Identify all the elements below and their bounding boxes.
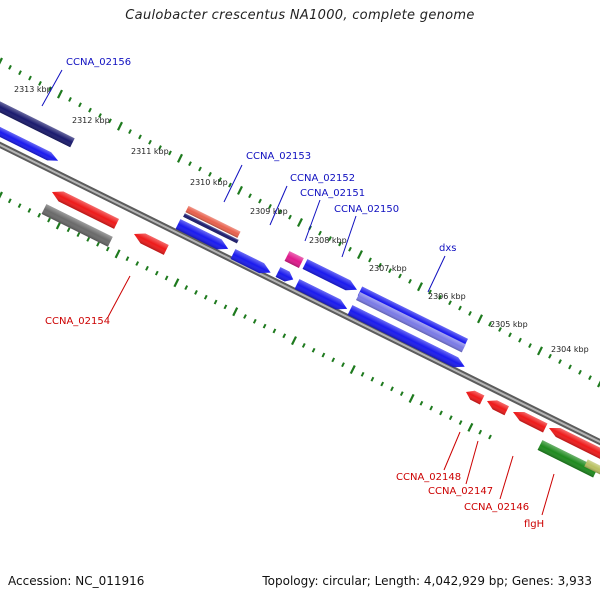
tick-lines (0, 57, 600, 440)
gene-grey (41, 204, 113, 247)
forward-gene-label: CCNA_02151 (300, 188, 365, 242)
gene-ccna-02152 (284, 251, 304, 269)
tick-label: 2308 kbp (309, 236, 347, 245)
svg-text:CCNA_02146: CCNA_02146 (464, 502, 529, 513)
tick-label: 2307 kbp (369, 264, 407, 273)
gene-labels: CCNA_02156CCNA_02153CCNA_02152CCNA_02151… (41, 57, 555, 530)
gene-forward-blue-3 (230, 249, 271, 274)
forward-gene-label: CCNA_02156 (41, 57, 131, 107)
forward-gene-label: CCNA_02153 (223, 151, 311, 203)
gene-reverse-red-2 (134, 233, 169, 255)
reverse-gene-label: flgH (524, 473, 555, 530)
features (0, 97, 600, 478)
svg-text:CCNA_02153: CCNA_02153 (246, 151, 311, 162)
tick-label: 2305 kbp (490, 320, 528, 329)
gene-forward-blue-4 (275, 267, 294, 282)
gene-ccna-02150 (294, 279, 348, 310)
svg-text:CCNA_02156: CCNA_02156 (66, 57, 131, 68)
svg-text:CCNA_02152: CCNA_02152 (290, 173, 355, 184)
topology-text: Topology: circular; Length: 4,042,929 bp… (262, 574, 592, 588)
gene-ccna-02146 (513, 411, 548, 433)
gene-green (537, 440, 599, 478)
gene-forward-blue (0, 122, 59, 161)
tick-label: 2306 kbp (428, 292, 466, 301)
tick-label: 2313 kbp (14, 85, 52, 94)
tick-label: 2311 kbp (131, 147, 169, 156)
figure-title: Caulobacter crescentus NA1000, complete … (125, 8, 475, 23)
tick-label: 2309 kbp (250, 207, 288, 216)
reverse-gene-label: CCNA_02154 (45, 275, 131, 327)
svg-text:dxs: dxs (439, 243, 456, 254)
gene-ccna-02154 (52, 191, 119, 229)
svg-text:CCNA_02154: CCNA_02154 (45, 316, 110, 327)
accession-text: Accession: NC_011916 (8, 574, 145, 588)
tick-label: 2310 kbp (190, 178, 228, 187)
tick-label: 2304 kbp (551, 345, 589, 354)
svg-text:CCNA_02150: CCNA_02150 (334, 204, 399, 215)
forward-gene-label: CCNA_02150 (334, 204, 399, 258)
svg-text:CCNA_02148: CCNA_02148 (396, 472, 461, 483)
backbone (0, 141, 600, 446)
inner-tick-line (0, 191, 492, 440)
gene-dxs-shadow (356, 291, 466, 353)
tick-label: 2312 kbp (72, 116, 110, 125)
gene-olive (584, 459, 600, 476)
svg-text:flgH: flgH (524, 519, 544, 530)
gene-forward-blue-5 (347, 305, 465, 368)
reverse-gene-label: CCNA_02148 (396, 431, 461, 483)
svg-text:CCNA_02151: CCNA_02151 (300, 188, 365, 199)
gene-ccna-02156 (0, 97, 75, 148)
forward-gene-label: CCNA_02152 (269, 173, 355, 226)
reverse-gene-label: CCNA_02147 (428, 440, 493, 497)
gene-forward-blue-2 (175, 219, 229, 250)
forward-gene-label: dxs (427, 243, 456, 293)
tick-labels: 2313 kbp 2312 kbp 2311 kbp 2310 kbp 2309 kbp… (14, 85, 589, 354)
gene-ccna-02153 (185, 205, 241, 238)
svg-text:CCNA_02147: CCNA_02147 (428, 486, 493, 497)
reverse-gene-label: CCNA_02146 (464, 455, 529, 513)
outer-tick-line (0, 57, 600, 388)
gene-ccna-02151 (302, 259, 357, 291)
gene-forward-navy-thin (183, 213, 239, 244)
gene-flgh (549, 427, 600, 460)
gene-ccna-02148 (466, 390, 485, 405)
gene-ccna-02147 (487, 400, 509, 416)
